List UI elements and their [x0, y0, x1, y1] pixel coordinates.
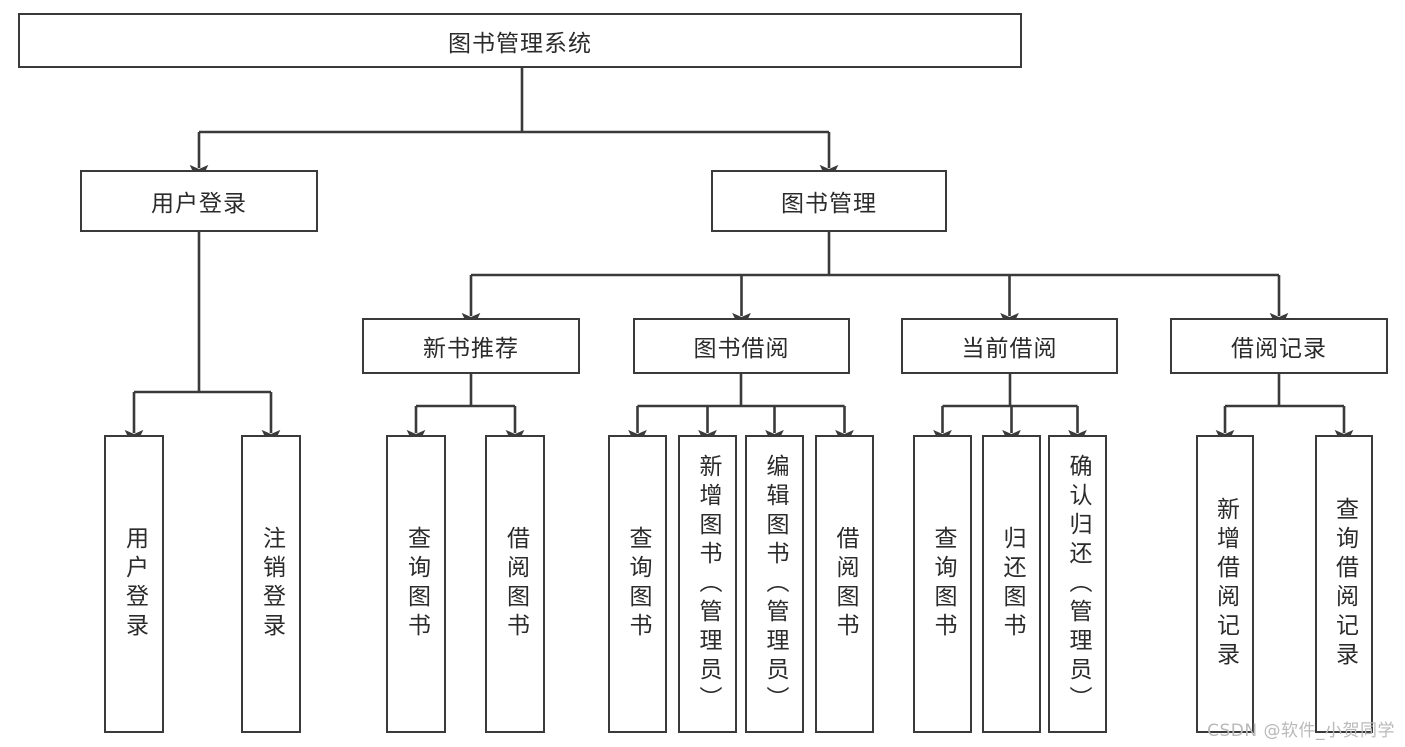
node-leaf-borrow-2[interactable]: 新增图书（管理员）: [678, 435, 737, 733]
node-leaf-rec-1[interactable]: 新增借阅记录: [1196, 435, 1254, 733]
node-leaf-login-2[interactable]: 注销登录: [241, 435, 301, 733]
node-label-leaf-login-2: 注销登录: [258, 526, 285, 642]
node-label-leaf-borrow-4: 借阅图书: [832, 526, 858, 642]
node-label-leaf-cur-2: 归还图书: [999, 526, 1025, 642]
node-label-leaf-new-1: 查询图书: [403, 526, 430, 642]
node-label-leaf-rec-1: 新增借阅记录: [1212, 497, 1239, 671]
node-label-leaf-borrow-3: 编辑图书（管理员）: [762, 453, 788, 715]
node-leaf-new-2[interactable]: 借阅图书: [485, 435, 545, 733]
node-label-leaf-borrow-2: 新增图书（管理员）: [695, 453, 721, 715]
node-label-leaf-cur-1: 查询图书: [930, 526, 956, 642]
node-login[interactable]: 用户登录: [80, 170, 318, 232]
node-current[interactable]: 当前借阅: [901, 318, 1118, 374]
node-leaf-new-1[interactable]: 查询图书: [386, 435, 446, 733]
node-label-newbook: 新书推荐: [423, 336, 519, 362]
node-root[interactable]: 图书管理系统: [18, 13, 1022, 68]
node-label-leaf-rec-2: 查询借阅记录: [1331, 497, 1358, 671]
node-leaf-login-1[interactable]: 用户登录: [104, 435, 164, 733]
node-label-bookmgmt: 图书管理: [781, 191, 877, 217]
node-leaf-borrow-1[interactable]: 查询图书: [608, 435, 667, 733]
node-label-leaf-cur-3: 确认归还（管理员）: [1065, 453, 1091, 715]
node-leaf-rec-2[interactable]: 查询借阅记录: [1315, 435, 1373, 733]
node-label-leaf-login-1: 用户登录: [121, 526, 148, 642]
node-label-leaf-borrow-1: 查询图书: [625, 526, 651, 642]
node-leaf-cur-1[interactable]: 查询图书: [913, 435, 972, 733]
node-label-borrow: 图书借阅: [693, 336, 790, 362]
node-records[interactable]: 借阅记录: [1170, 318, 1388, 374]
node-newbook[interactable]: 新书推荐: [362, 318, 580, 374]
watermark-text: CSDN @软件_小贺同学: [1207, 721, 1395, 741]
node-bookmgmt[interactable]: 图书管理: [711, 170, 947, 232]
node-leaf-borrow-4[interactable]: 借阅图书: [815, 435, 874, 733]
node-label-login: 用户登录: [151, 191, 247, 217]
node-leaf-cur-2[interactable]: 归还图书: [982, 435, 1041, 733]
node-label-records: 借阅记录: [1231, 336, 1327, 362]
node-leaf-cur-3[interactable]: 确认归还（管理员）: [1048, 435, 1107, 733]
node-label-root: 图书管理系统: [448, 30, 592, 57]
node-leaf-borrow-3[interactable]: 编辑图书（管理员）: [745, 435, 804, 733]
node-borrow[interactable]: 图书借阅: [633, 318, 850, 374]
node-label-current: 当前借阅: [961, 336, 1058, 362]
node-label-leaf-new-2: 借阅图书: [502, 526, 529, 642]
